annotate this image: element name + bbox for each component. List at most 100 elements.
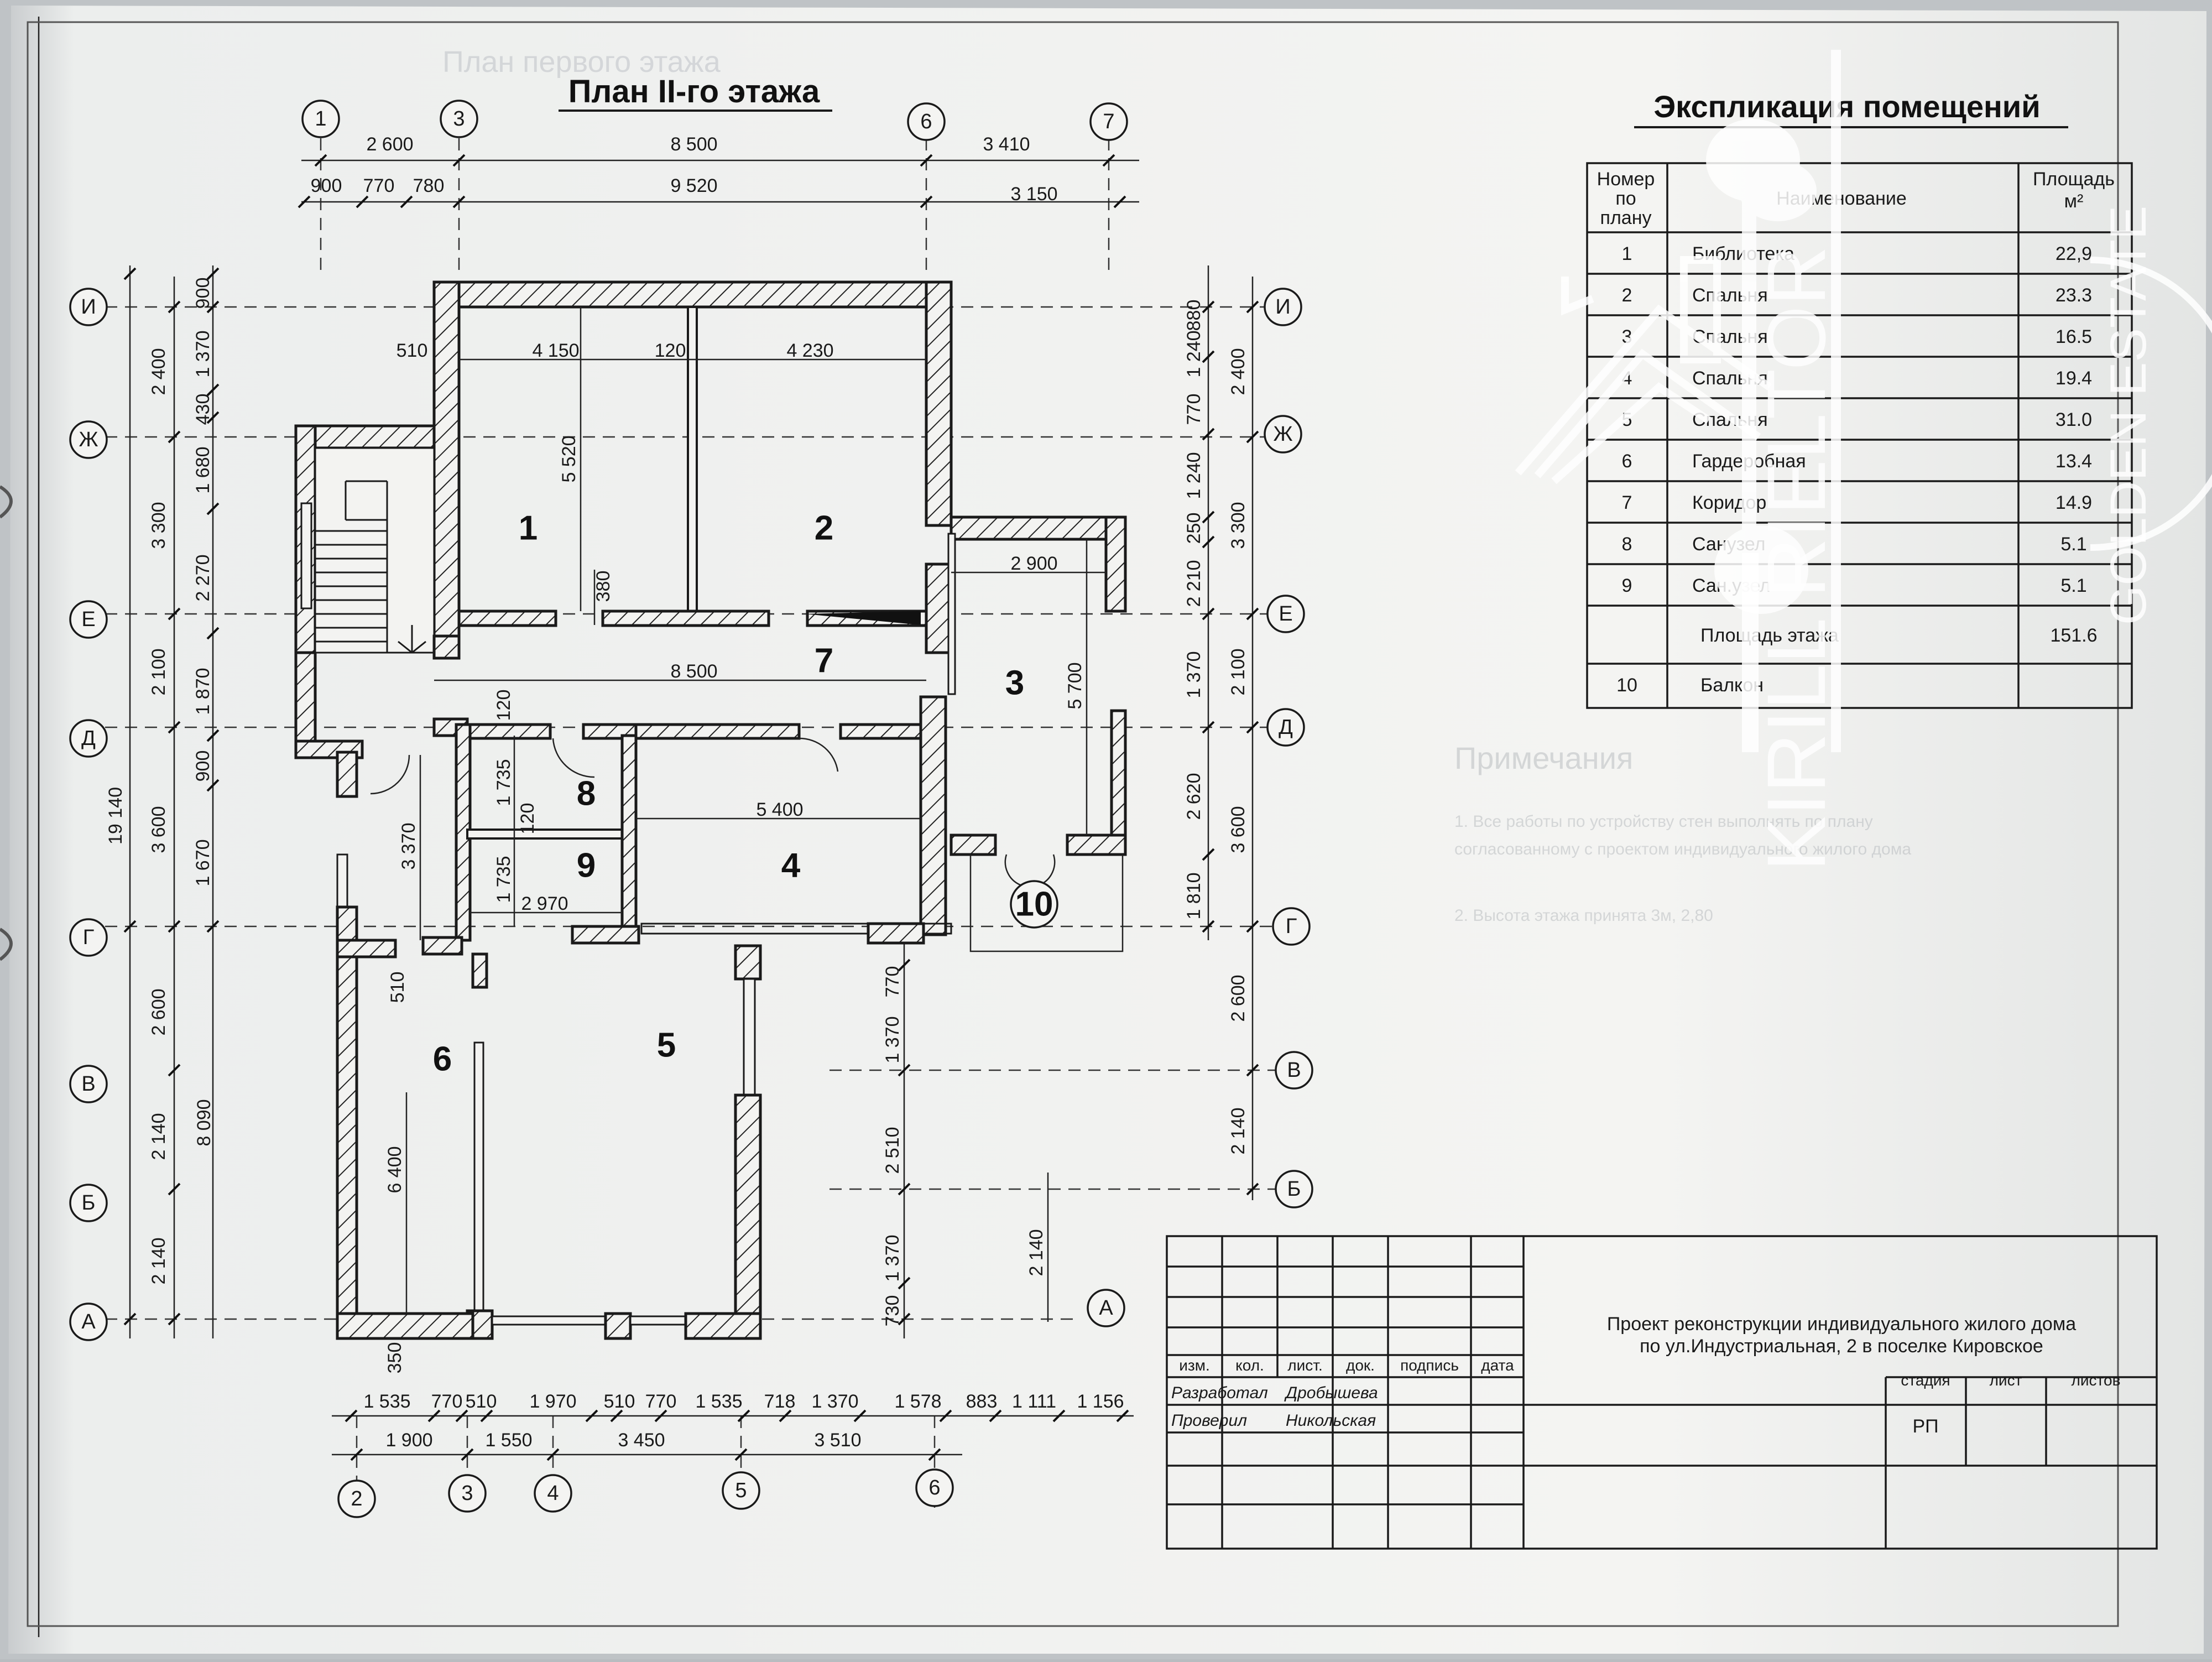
row-area: 19.4 [2056, 368, 2092, 389]
dimension-label: 900 [311, 175, 342, 196]
dimension-label: 1 680 [192, 446, 213, 493]
interior-dimension-texts: 510 4 150 120 4 230 5 520 380 2 900 5 70… [384, 340, 1086, 1373]
header-number: плану [1600, 207, 1652, 228]
axis-bubble: Д [81, 727, 96, 750]
dimension-label: 380 [593, 571, 614, 602]
dimension-label: 2 600 [148, 988, 169, 1035]
dimension-label: 1 370 [882, 1016, 903, 1063]
row-number: 2 [1622, 285, 1632, 306]
dimension-label: 718 [764, 1391, 796, 1412]
room-labels: 1 2 3 4 5 6 7 8 9 10 [433, 509, 1058, 1079]
house-logo-icon [1515, 256, 1772, 484]
row-number: 9 [1622, 575, 1632, 596]
dimension-label: 510 [387, 972, 408, 1003]
dimension-label: 3 410 [983, 134, 1030, 155]
developed-name: Дробышева [1284, 1384, 1378, 1402]
plan-title: План II-го этажа [568, 74, 820, 110]
dimension-label: 120 [517, 803, 538, 835]
developed-label: Разработал [1171, 1384, 1268, 1402]
dimension-label: 1 550 [485, 1430, 532, 1451]
dimension-label: 770 [645, 1391, 677, 1412]
dimension-label: 6 400 [384, 1146, 405, 1193]
project-title-line2: по ул.Индустриальная, 2 в поселке Кировс… [1640, 1336, 2043, 1357]
axis-bubble: В [81, 1072, 95, 1096]
axis-bubble: Ж [79, 428, 98, 451]
dimension-label: 780 [413, 175, 445, 196]
row-area: 14.9 [2056, 492, 2092, 513]
top-dimensions: 2 600 8 500 3 410 900 770 780 9 520 3 15… [298, 134, 1139, 209]
axis-bubble: Е [1279, 602, 1292, 626]
axis-bubble: Б [82, 1191, 96, 1215]
notes-title: Примечания [1454, 741, 1633, 775]
row-number: 10 [1616, 675, 1637, 696]
dimension-label: 1 370 [192, 330, 213, 377]
dimension-label: 510 [466, 1391, 497, 1412]
dimension-label: 250 [1183, 513, 1204, 544]
room-number: 4 [781, 847, 801, 885]
dimension-label: 350 [384, 1342, 405, 1374]
stamp-col-label: док. [1346, 1357, 1375, 1374]
tree-logo-icon [1706, 119, 1817, 614]
checked-label: Проверил [1171, 1411, 1247, 1430]
dimension-label: 1 156 [1077, 1391, 1124, 1412]
dimension-label: 4 150 [532, 340, 579, 361]
dimension-label: 3 370 [398, 822, 419, 869]
axis-bubble: А [81, 1310, 96, 1333]
dimension-label: 2 600 [1228, 975, 1249, 1022]
dimension-label: 5 400 [756, 799, 803, 820]
sheet-frame [27, 21, 2119, 1627]
dimension-label: 1 670 [192, 839, 213, 886]
dimension-label: 3 150 [1010, 184, 1057, 205]
axis-bubble: 3 [453, 107, 465, 131]
interior-dimension-lines [405, 307, 1106, 1314]
dimension-label: 2 270 [192, 554, 213, 601]
dimension-label: 1 370 [811, 1391, 858, 1412]
dimension-label: 3 300 [1228, 502, 1249, 549]
axis-bubble: 7 [1103, 110, 1114, 133]
dimension-label: 2 970 [521, 893, 568, 914]
stamp-col-label: изм. [1179, 1357, 1210, 1374]
stamp-col-label: кол. [1235, 1357, 1264, 1374]
dimension-label: 2 140 [148, 1237, 169, 1284]
stage-value: РП [1912, 1416, 1938, 1437]
row-area: 16.5 [2056, 326, 2092, 347]
stamp-col-label: подпись [1400, 1357, 1459, 1374]
header-number: по [1615, 188, 1636, 209]
axis-bubble: 1 [315, 107, 326, 131]
dimension-label: 510 [397, 340, 428, 361]
axis-bubble: Ж [1273, 423, 1292, 446]
sheet-label: лист [1990, 1372, 2022, 1389]
dimension-label: 510 [604, 1391, 635, 1412]
dimension-label: 2 140 [1228, 1107, 1249, 1154]
notes-line: согласованному с проектом индивидуальног… [1454, 840, 1911, 858]
sheets-label: листов [2072, 1372, 2121, 1389]
dimension-label: 8 500 [670, 134, 717, 155]
dimension-label: 1 735 [493, 759, 514, 806]
dimension-label: 1 111 [1012, 1391, 1056, 1412]
row-area: 151.6 [2050, 625, 2097, 646]
dimension-label: 2 140 [148, 1113, 169, 1160]
dimension-label: 883 [966, 1391, 998, 1412]
watermark-brand: KIRILL RIELTOR [1750, 246, 1843, 872]
stamp-col-label: дата [1481, 1357, 1514, 1374]
dimension-label: 3 600 [1228, 806, 1249, 853]
dimension-label: 1 810 [1183, 872, 1204, 919]
dimension-label: 900 [192, 278, 213, 309]
axis-bubble: Б [1287, 1178, 1301, 1201]
project-title-line1: Проект реконструкции индивидуального жил… [1607, 1314, 2076, 1335]
row-area: 5.1 [2060, 534, 2086, 555]
dimension-label: 770 [363, 175, 395, 196]
room-number: 8 [577, 775, 596, 813]
axis-bubble: 6 [928, 1476, 940, 1499]
dimension-label: 19 140 [105, 787, 126, 845]
notes-line: 1. Все работы по устройству стен выполня… [1454, 812, 1873, 831]
dimension-label: 9 520 [670, 175, 717, 196]
room-number: 10 [1015, 885, 1053, 924]
notes-line: 2. Высота этажа принята 3м, 2,80 [1454, 906, 1713, 925]
row-name: Площадь этажа [1700, 625, 1839, 646]
building-walls [294, 280, 1127, 1340]
dimension-label: 1 240 [1183, 452, 1204, 499]
dimension-label: 900 [192, 751, 213, 782]
